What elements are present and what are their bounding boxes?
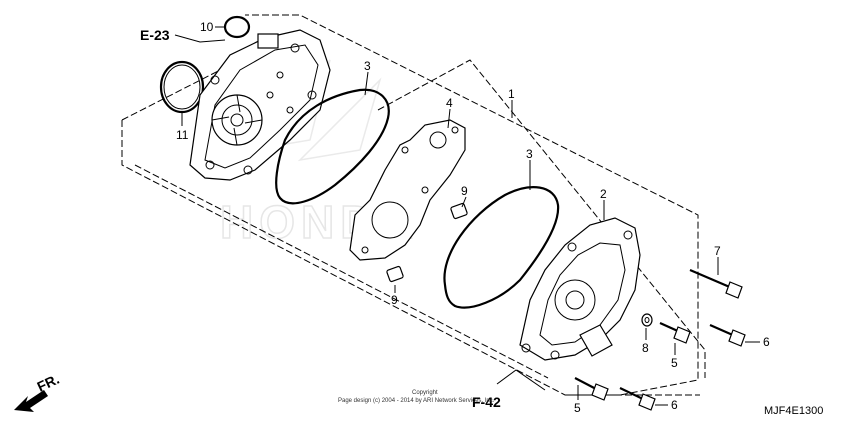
callout-5-upper: 5 — [671, 356, 678, 370]
callout-3-left: 3 — [364, 59, 371, 73]
callout-2: 2 — [600, 187, 607, 201]
washer-8 — [641, 313, 653, 327]
callout-6-upper: 6 — [763, 335, 770, 349]
dowel-pin-9-lower — [386, 265, 404, 283]
o-ring-11 — [159, 60, 205, 114]
gasket-plate-4 — [349, 119, 466, 261]
callout-10: 10 — [200, 20, 214, 34]
ref-f42: F-42 — [472, 394, 501, 410]
o-ring-10 — [223, 15, 251, 39]
callout-3-right: 3 — [526, 147, 533, 161]
callout-9-lower: 9 — [391, 293, 398, 307]
callout-5-lower: 5 — [574, 401, 581, 415]
callout-4: 4 — [446, 96, 453, 110]
front-arrow-icon: FR. — [14, 371, 62, 412]
diagram-code: MJF4E1300 — [764, 405, 823, 417]
gasket-3-right — [443, 186, 560, 309]
callout-11: 11 — [176, 128, 189, 142]
dowel-pin-9-upper — [450, 202, 468, 220]
bolt-7 — [689, 268, 743, 299]
ref-e23: E-23 — [140, 27, 170, 43]
pump-body — [189, 29, 331, 181]
assembly-frame — [121, 14, 706, 396]
callout-7: 7 — [714, 244, 721, 258]
bolt-5-upper — [659, 321, 691, 344]
callout-8: 8 — [642, 341, 649, 355]
bolt-6-upper — [709, 323, 746, 347]
gasket-3-left — [275, 88, 390, 205]
copyright-line2: Page design (c) 2004 - 2014 by ARI Netwo… — [338, 398, 495, 404]
callout-1: 1 — [508, 87, 515, 101]
bolt-6-lower — [619, 387, 656, 411]
callout-6-lower: 6 — [671, 398, 678, 412]
pump-cover-2 — [519, 217, 641, 361]
copyright-line1: Copyright — [412, 390, 438, 396]
front-arrow-label: FR. — [35, 371, 62, 395]
callout-9-upper: 9 — [461, 184, 468, 198]
leader-lines — [174, 26, 760, 406]
bolt-5-lower — [574, 377, 609, 401]
